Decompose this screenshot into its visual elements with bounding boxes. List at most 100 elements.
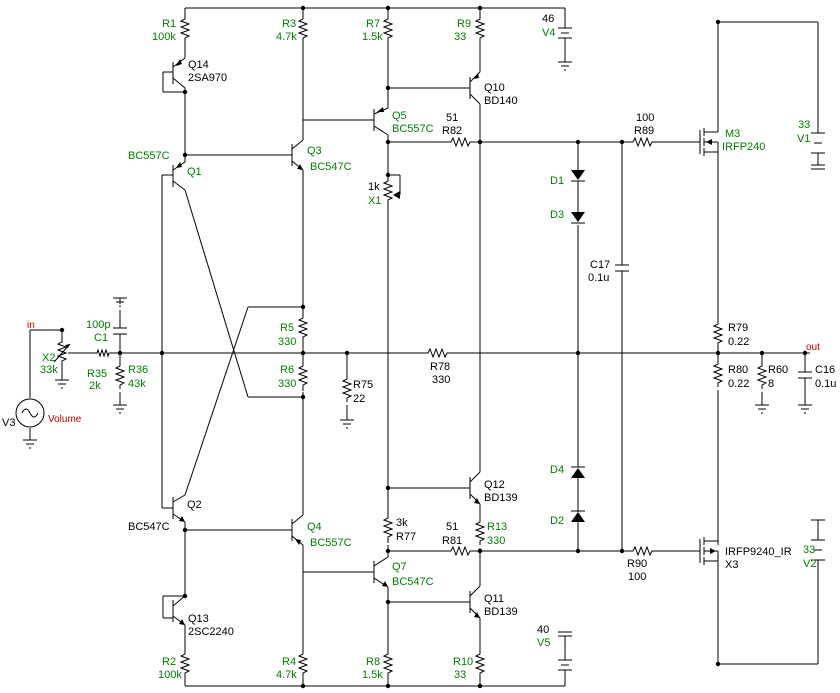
v2-ref: V2	[803, 558, 816, 570]
v4-value: 46	[542, 13, 554, 25]
r5-value: 330	[278, 336, 296, 348]
r10-value: 33	[454, 669, 466, 681]
q5-ref: Q5	[392, 110, 407, 122]
junctions	[59, 5, 808, 689]
r82-symbol	[448, 136, 474, 148]
v1-value: 33	[798, 119, 810, 131]
r77-value: 3k	[396, 517, 408, 529]
r77-symbol	[382, 512, 394, 543]
r2-symbol	[179, 650, 191, 678]
r60-symbol	[756, 362, 768, 389]
q3-ref: Q3	[307, 145, 322, 157]
r10-symbol	[474, 650, 486, 678]
r7-ref: R7	[366, 18, 380, 30]
r89-ref: R89	[634, 125, 654, 137]
r6-value: 330	[278, 378, 296, 390]
v3-ref: V3	[2, 417, 15, 429]
r5-ref: R5	[280, 322, 294, 334]
r81-symbol	[448, 545, 474, 557]
v3-value: Volume	[48, 414, 82, 425]
v5-ref: V5	[537, 637, 550, 649]
r90-symbol	[630, 545, 655, 557]
c1-value: 100p	[86, 319, 110, 331]
q12-ref: Q12	[484, 479, 505, 491]
r60-value: 8	[768, 378, 774, 390]
r82-value: 51	[446, 112, 458, 124]
m3-type: IRFP240	[722, 141, 765, 153]
q1-ref: Q1	[187, 166, 202, 178]
r2-value: 100k	[158, 669, 182, 681]
q5-type: BC557C	[392, 123, 434, 135]
x3-ref: X3	[725, 559, 738, 571]
r13-value: 330	[487, 535, 505, 547]
r7-symbol	[382, 15, 394, 42]
labels: R1 100k R3 4.7k R7 1.5k R9 33 46 V4 Q14 …	[2, 13, 836, 681]
r82-ref: R82	[442, 125, 462, 137]
c16-value: 0.1u	[815, 378, 836, 390]
r36-ref: R36	[128, 364, 148, 376]
net-in: in	[27, 320, 35, 331]
r3-ref: R3	[282, 18, 296, 30]
x3-type: IRFP9240_IR	[725, 546, 792, 558]
r13-symbol	[474, 518, 486, 545]
d2-ref: D2	[550, 515, 564, 527]
r78-value: 330	[432, 374, 450, 386]
r75-ref: R75	[353, 379, 373, 391]
r35-value: 2k	[89, 380, 101, 392]
r5-symbol	[297, 312, 309, 345]
diode-symbols	[571, 170, 585, 528]
q10-ref: Q10	[484, 82, 505, 94]
source-symbols	[15, 27, 825, 671]
q7-ref: Q7	[392, 561, 407, 573]
r80-symbol	[712, 360, 724, 387]
d3-ref: D3	[550, 209, 564, 221]
r8-value: 1.5k	[362, 669, 383, 681]
r7-value: 1.5k	[362, 31, 383, 43]
r36-value: 43k	[128, 378, 146, 390]
r1-symbol	[179, 15, 191, 42]
r4-symbol	[297, 650, 309, 678]
q10-type: BD140	[484, 95, 518, 107]
r9-ref: R9	[457, 18, 471, 30]
capacitor-symbols	[113, 264, 812, 379]
c1-ref: C1	[94, 332, 108, 344]
resistor-symbols	[53, 15, 768, 678]
r9-symbol	[474, 15, 486, 42]
v4-ref: V4	[542, 27, 555, 39]
q12-type: BD139	[484, 492, 518, 504]
r77-ref: R77	[396, 531, 416, 543]
r80-value: 0.22	[728, 378, 749, 390]
r89-value: 100	[636, 112, 654, 124]
r4-ref: R4	[282, 656, 296, 668]
d1-ref: D1	[550, 175, 564, 187]
r4-value: 4.7k	[276, 669, 297, 681]
r1-ref: R1	[162, 18, 176, 30]
x2-ref: X2	[42, 352, 55, 364]
v2-value: 33	[803, 544, 815, 556]
x1-ref: X1	[368, 195, 381, 207]
v5-value: 40	[537, 624, 549, 636]
r78-symbol	[425, 347, 450, 359]
r79-value: 0.22	[728, 336, 749, 348]
q13-type: 2SC2240	[188, 626, 234, 638]
net-out: out	[806, 342, 820, 353]
q4-ref: Q4	[307, 521, 322, 533]
r2-ref: R2	[162, 656, 176, 668]
q11-type: BD139	[484, 606, 518, 618]
c16-ref: C16	[815, 364, 835, 376]
r78-ref: R78	[430, 361, 450, 373]
r10-ref: R10	[453, 656, 473, 668]
r80-ref: R80	[728, 364, 748, 376]
r81-ref: R81	[442, 535, 462, 547]
q14-ref: Q14	[188, 59, 209, 71]
q11-ref: Q11	[484, 593, 504, 605]
r9-value: 33	[454, 31, 466, 43]
q7-type: BC547C	[392, 576, 434, 588]
r79-symbol	[712, 318, 724, 346]
r60-ref: R60	[768, 364, 788, 376]
r35-symbol	[95, 348, 110, 358]
x2-pot-symbol	[56, 340, 68, 368]
q2-type: BC547C	[128, 521, 170, 533]
wires	[29, 7, 819, 687]
